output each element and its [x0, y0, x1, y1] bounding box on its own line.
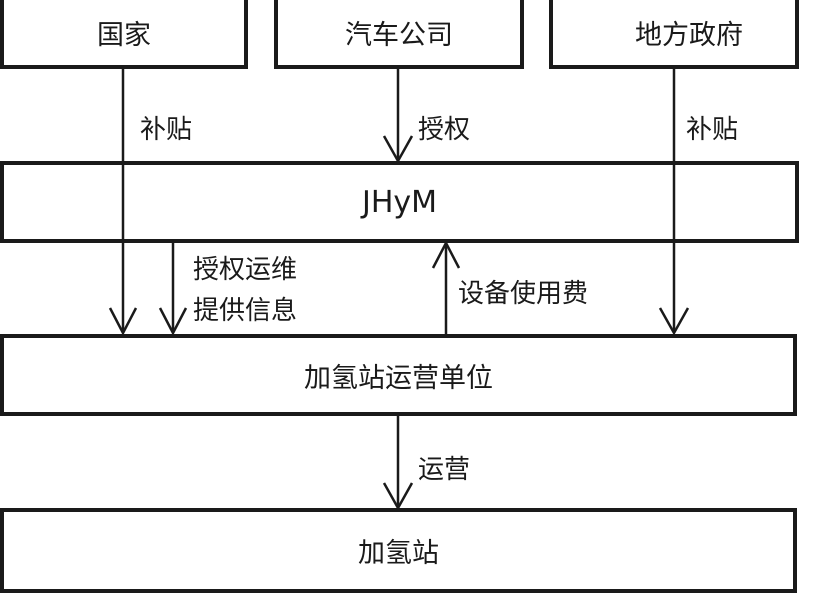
arrowhead-jhym-authorize-info [158, 307, 188, 336]
node-station: 加氢站 [0, 508, 797, 593]
node-local-government: 地方政府 [549, 0, 799, 69]
arrowhead-local-subsidy [658, 307, 690, 336]
edge-label-automaker-authorize: 授权 [418, 115, 471, 145]
node-automaker: 汽车公司 [274, 0, 524, 69]
edge-label-local-subsidy: 补贴 [686, 115, 739, 145]
node-jhym-label: JHyM [361, 184, 438, 220]
node-automaker-label: 汽车公司 [345, 20, 453, 51]
node-jhym: JHyM [0, 161, 799, 243]
node-country: 国家 [0, 0, 248, 69]
node-local-government-label: 地方政府 [635, 20, 743, 51]
edge-label-country-subsidy: 补贴 [140, 115, 193, 145]
node-station-label: 加氢站 [358, 538, 439, 569]
edge-label-jhym-authorize-om: 授权运维 [193, 255, 298, 285]
edge-label-operate: 运营 [418, 455, 471, 485]
node-operator: 加氢站运营单位 [0, 334, 797, 416]
arrowhead-country-subsidy [108, 307, 138, 336]
edge-label-equipment-fee: 设备使用费 [458, 279, 589, 309]
node-operator-label: 加氢站运营单位 [304, 362, 493, 394]
node-country-label: 国家 [97, 20, 151, 51]
arrowhead-equipment-fee [431, 240, 461, 269]
edge-label-jhym-provide-info: 提供信息 [193, 296, 298, 326]
